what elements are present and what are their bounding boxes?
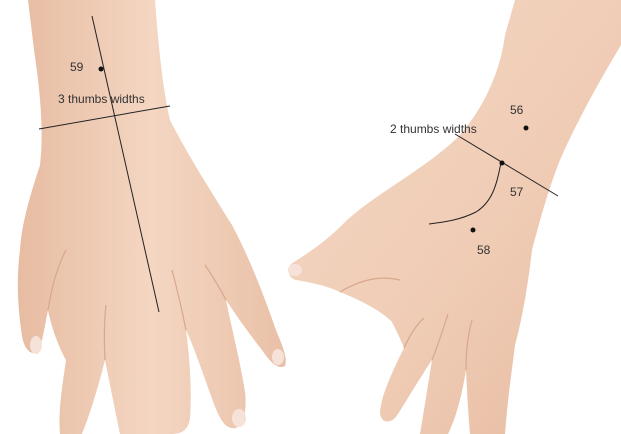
- label-measure-left: 3 thumbs widths: [58, 92, 145, 106]
- left-hand: [18, 0, 286, 434]
- left-nail-ring: [232, 409, 246, 427]
- right-forearm-and-palm: [289, 0, 621, 434]
- point-56: [524, 126, 529, 131]
- label-measure-right: 2 thumbs widths: [390, 122, 477, 136]
- left-nail-little: [272, 349, 284, 365]
- right-nail-thumb: [288, 264, 302, 276]
- point-58: [471, 228, 476, 233]
- label-point-56: 56: [510, 103, 523, 117]
- label-point-58: 58: [477, 243, 490, 257]
- right-hand: [288, 0, 621, 434]
- label-point-59: 59: [70, 60, 83, 74]
- point-57: [500, 161, 505, 166]
- label-point-57: 57: [510, 185, 523, 199]
- left-nail-thumb: [30, 336, 42, 354]
- point-59: [99, 67, 104, 72]
- left-forearm-and-hand: [18, 0, 286, 434]
